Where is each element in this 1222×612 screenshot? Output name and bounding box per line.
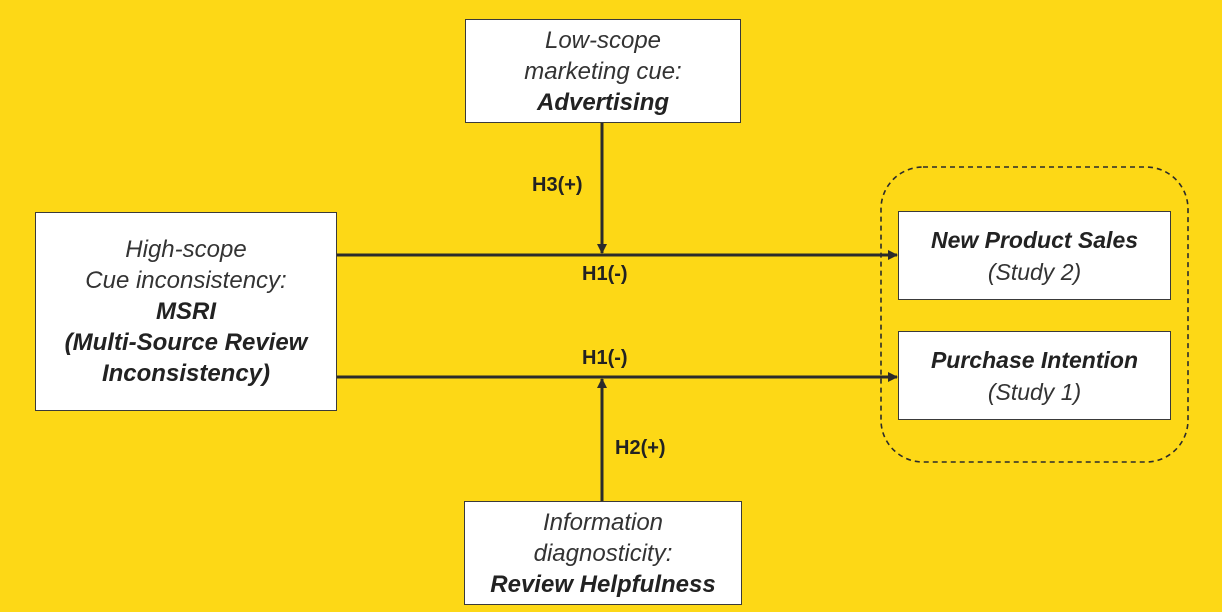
new-product-sales-box: New Product Sales (Study 2) [898,211,1171,300]
purchase-intention-title: Purchase Intention [930,346,1139,373]
purchase-intention-subtitle: (Study 1) [987,378,1082,405]
low-scope-advertising-box: Low-scope marketing cue: Advertising [465,19,741,123]
high-scope-line3: MSRI [156,298,216,325]
high-scope-line4: (Multi-Source Review [64,329,308,356]
info-diag-line1: Information [542,508,664,536]
purchase-intention-box: Purchase Intention (Study 1) [898,331,1171,420]
label-h1-top: H1(-) [582,263,628,285]
high-scope-line5: Inconsistency) [101,360,271,387]
info-diagnosticity-box: Information diagnosticity: Review Helpfu… [464,501,742,605]
low-scope-line3: Advertising [536,88,670,116]
label-h1-bottom: H1(-) [582,347,628,369]
info-diag-line2: diagnosticity: [533,539,673,567]
info-diag-line3: Review Helpfulness [490,570,716,598]
outcome-group-dashed-border [880,166,1189,463]
label-h2: H2(+) [615,437,666,459]
low-scope-line1: Low-scope [544,26,662,54]
label-h3: H3(+) [532,174,583,196]
low-scope-line2: marketing cue: [524,57,682,85]
new-product-sales-subtitle: (Study 2) [987,258,1082,285]
new-product-sales-title: New Product Sales [930,226,1139,253]
high-scope-msri-box: High-scope Cue inconsistency: MSRI (Mult… [35,212,337,411]
high-scope-line1: High-scope [125,236,247,263]
high-scope-line2: Cue inconsistency: [85,267,287,294]
